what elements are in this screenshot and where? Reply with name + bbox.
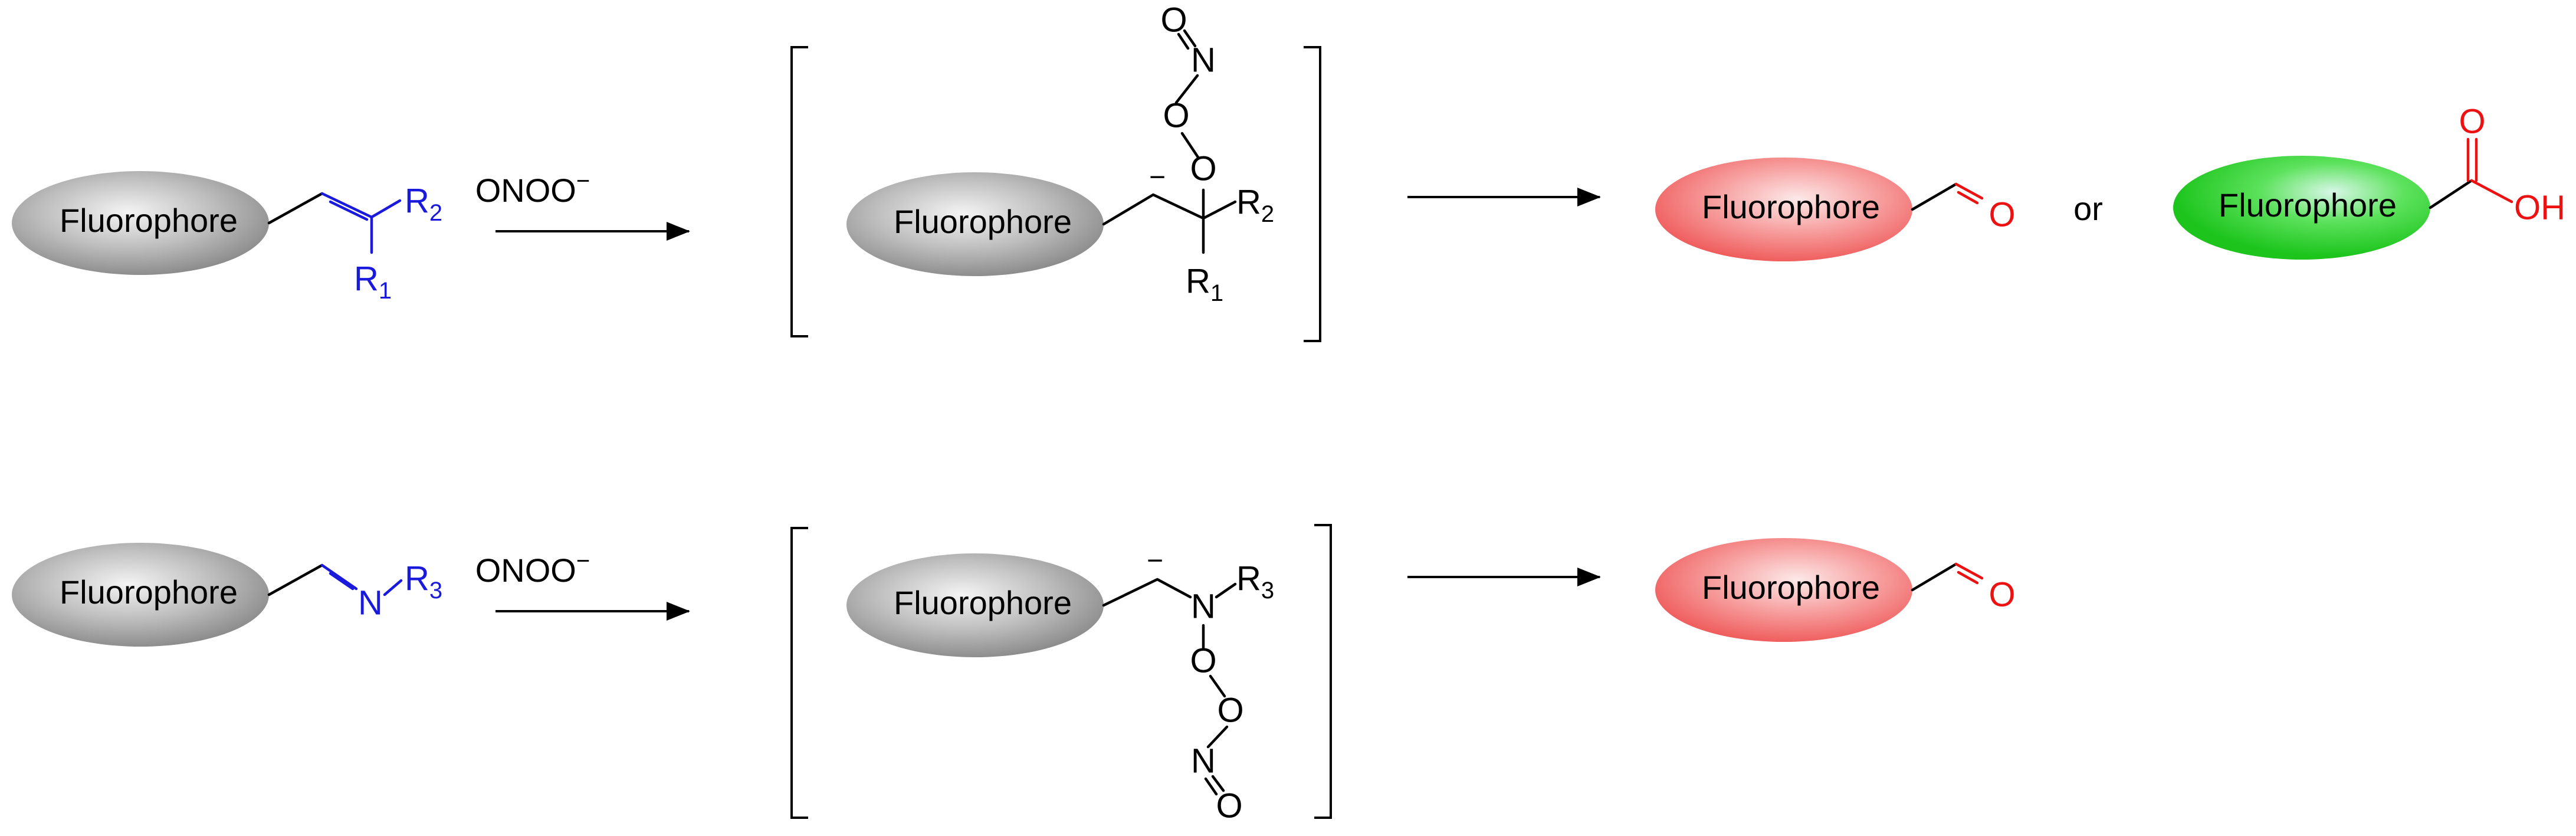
nitrogen-atom: N (1191, 742, 1216, 780)
reaction-2: Fluorophore N R3 ONOO− Fluorophore − N R… (12, 524, 2016, 825)
fluorophore-ellipse (2173, 156, 2430, 260)
oxygen-atom-1: O (1190, 641, 1216, 680)
reagent-arrow-1: ONOO− (475, 168, 690, 241)
alkene-single-bond (267, 192, 324, 225)
product-acid-1: Fluorophore O OH (2173, 102, 2565, 260)
intermediate-bonds (1102, 193, 1237, 254)
peroxy-bonds (1202, 624, 1229, 796)
r3-label: R3 (1236, 559, 1274, 604)
fluorophore-label: Fluorophore (894, 203, 1072, 240)
aldehyde-oxygen: O (1988, 575, 2015, 614)
substrate-2: Fluorophore N R3 (12, 543, 442, 647)
or-label: or (2073, 190, 2103, 227)
oxygen-atom-2: O (1217, 691, 1243, 729)
r2-bond (370, 199, 402, 219)
intermediate-1: Fluorophore − O O N O R2 R1 (790, 1, 1321, 342)
fluorophore-ellipse (12, 171, 269, 275)
acid-carbonyl-oxygen: O (2459, 102, 2485, 140)
nitrogen-atom: N (1191, 41, 1216, 79)
intermediate-bonds (1102, 578, 1237, 607)
fluorophore-label: Fluorophore (60, 202, 238, 239)
r2-label: R2 (405, 182, 442, 226)
aldehyde-single-bond (1911, 562, 1958, 592)
oxygen-atom-3: O (1216, 786, 1242, 825)
aldehyde-double-bond (1954, 562, 1984, 585)
oxygen-atom-1: O (1190, 149, 1216, 188)
fluorophore-label: Fluorophore (894, 584, 1072, 621)
oxygen-atom-2: O (1163, 96, 1189, 135)
acid-hydroxyl: OH (2514, 188, 2565, 227)
fluorophore-label: Fluorophore (1702, 188, 1880, 225)
amine-nitrogen: N (1191, 587, 1216, 625)
reagent-label: ONOO− (475, 168, 590, 209)
reagent-label: ONOO− (475, 548, 590, 589)
fluorophore-ellipse (12, 543, 269, 647)
right-bracket (1314, 524, 1332, 819)
reagent-arrow-2: ONOO− (475, 548, 690, 621)
reaction-1: Fluorophore R2 R1 ONOO− Fluorophore − O … (12, 1, 2565, 342)
oxygen-atom-3: O (1160, 1, 1187, 39)
r3-label: R3 (405, 559, 442, 604)
substrate-1: Fluorophore R2 R1 (12, 171, 442, 304)
alkene-double-bond (320, 192, 373, 221)
aldehyde-single-bond (1911, 182, 1958, 211)
aldehyde-oxygen: O (1988, 195, 2015, 234)
fluorophore-label: Fluorophore (1702, 569, 1880, 606)
r1-label: R1 (354, 260, 392, 304)
fluorophore-ellipse (1655, 158, 1912, 261)
r3-bond (383, 579, 403, 596)
acid-single-bond (2429, 179, 2473, 209)
left-bracket (790, 46, 808, 337)
fluorophore-label: Fluorophore (60, 573, 238, 611)
imine-nitrogen: N (358, 583, 383, 622)
carbanion-charge: − (1147, 545, 1163, 576)
fluorophore-ellipse (846, 172, 1104, 276)
acid-carbonyl-bond (2466, 137, 2478, 182)
acid-hydroxyl-bond (2470, 179, 2513, 204)
intermediate-2: Fluorophore − N R3 O O N O (790, 524, 1332, 825)
product-aldehyde-2: Fluorophore O (1655, 538, 2016, 642)
aldehyde-double-bond (1954, 182, 1984, 205)
imine-single-bond (267, 563, 324, 596)
fluorophore-label: Fluorophore (2219, 186, 2397, 224)
r1-label: R1 (1186, 262, 1223, 306)
product-aldehyde-1: Fluorophore O (1655, 158, 2016, 261)
fluorophore-ellipse (846, 553, 1104, 657)
fluorophore-ellipse (1655, 538, 1912, 642)
peroxy-bonds (1174, 29, 1205, 220)
left-bracket (790, 527, 808, 819)
right-bracket (1304, 46, 1321, 342)
r2-label: R2 (1236, 183, 1274, 227)
carbanion-charge: − (1149, 162, 1166, 193)
imine-double-bond (320, 563, 358, 591)
